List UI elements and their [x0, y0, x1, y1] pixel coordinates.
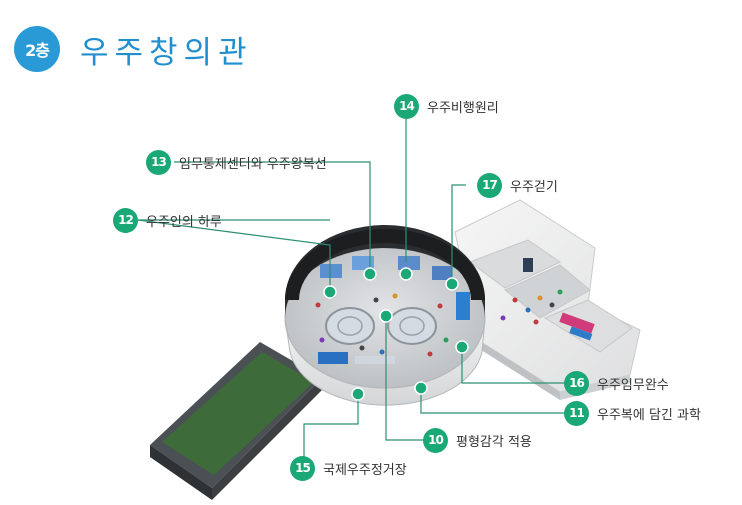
marker-14: [399, 267, 413, 281]
callout-label: 우주복에 담긴 과학: [597, 407, 701, 423]
callout-number: 15: [290, 455, 315, 481]
leader-line-17: [451, 184, 466, 282]
callout-14: 14 우주비행원리: [394, 93, 499, 119]
callout-15: 15 국제우주정거장: [290, 455, 407, 481]
page-header: 2층 우주창의관: [14, 24, 253, 74]
callout-label: 우주임무완수: [597, 377, 669, 393]
location-markers: [323, 267, 469, 401]
leader-line-16: [461, 347, 568, 384]
floor-badge: 2층: [14, 26, 60, 72]
hall-title: 우주창의관: [80, 34, 253, 71]
callout-number: 11: [564, 400, 589, 426]
callout-13: 13 임무통제센터와 우주왕복선: [146, 149, 327, 175]
callout-17: 17 우주걷기: [477, 172, 558, 198]
leader-line-11: [420, 388, 568, 414]
callout-label: 국제우주정거장: [323, 462, 407, 478]
marker-10: [379, 309, 393, 323]
marker-15: [351, 387, 365, 401]
marker-16: [455, 340, 469, 354]
leader-line-15: [303, 394, 359, 458]
callout-number: 17: [477, 172, 502, 198]
leader-lines: [137, 110, 568, 458]
callout-number: 13: [146, 149, 171, 175]
callout-number: 12: [113, 207, 138, 233]
callout-label: 임무통제센터와 우주왕복선: [179, 156, 327, 172]
callout-label: 평형감각 적용: [456, 434, 532, 450]
leader-line-10: [385, 316, 432, 441]
callout-number: 14: [394, 93, 419, 119]
leader-line-13: [174, 161, 371, 270]
entrance-corridor: [150, 342, 322, 500]
marker-17: [445, 277, 459, 291]
marker-12: [323, 285, 337, 299]
callout-10: 10 평형감각 적용: [423, 427, 532, 453]
callout-label: 우주인의 하루: [146, 214, 222, 230]
callout-label: 우주걷기: [510, 179, 558, 195]
callout-12: 12 우주인의 하루: [113, 207, 222, 233]
callout-16: 16 우주임무완수: [564, 370, 669, 396]
callout-number: 16: [564, 370, 589, 396]
callout-number: 10: [423, 427, 448, 453]
right-exhibit-rooms: [454, 199, 641, 400]
marker-13: [363, 267, 377, 281]
callout-11: 11 우주복에 담긴 과학: [564, 400, 701, 426]
marker-11: [414, 381, 428, 395]
callout-label: 우주비행원리: [427, 100, 499, 116]
